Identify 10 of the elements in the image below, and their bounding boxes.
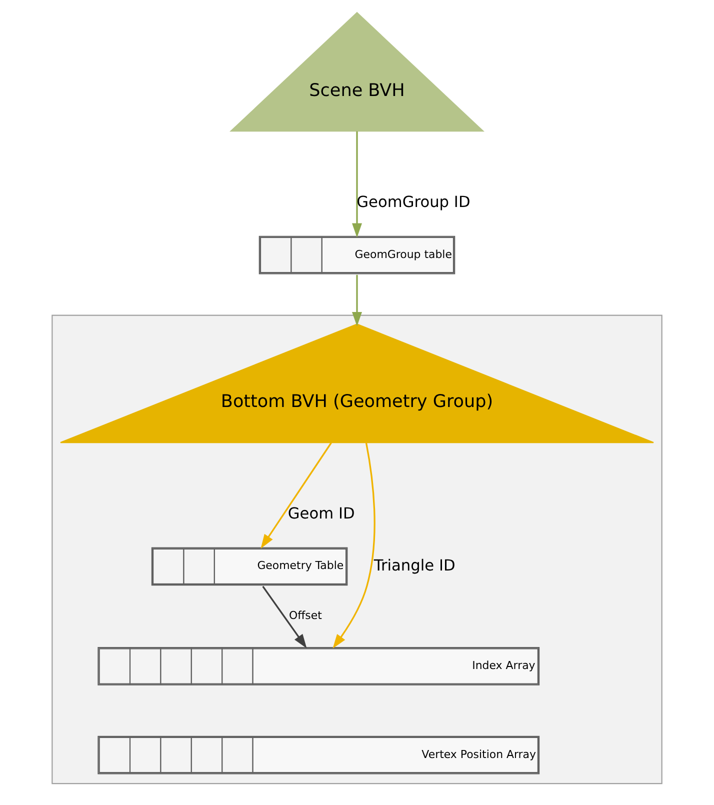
arrow xyxy=(260,442,332,549)
cluster xyxy=(52,314,662,784)
edge-label: Triangle ID xyxy=(374,556,456,574)
arrow xyxy=(352,274,362,326)
edge-label: Offset xyxy=(289,609,322,622)
arrow xyxy=(262,586,307,648)
edge-label: GeomGroup ID xyxy=(356,192,470,211)
arrow xyxy=(332,442,376,648)
edge-label: Geom ID xyxy=(288,504,355,522)
arrow xyxy=(352,131,362,238)
